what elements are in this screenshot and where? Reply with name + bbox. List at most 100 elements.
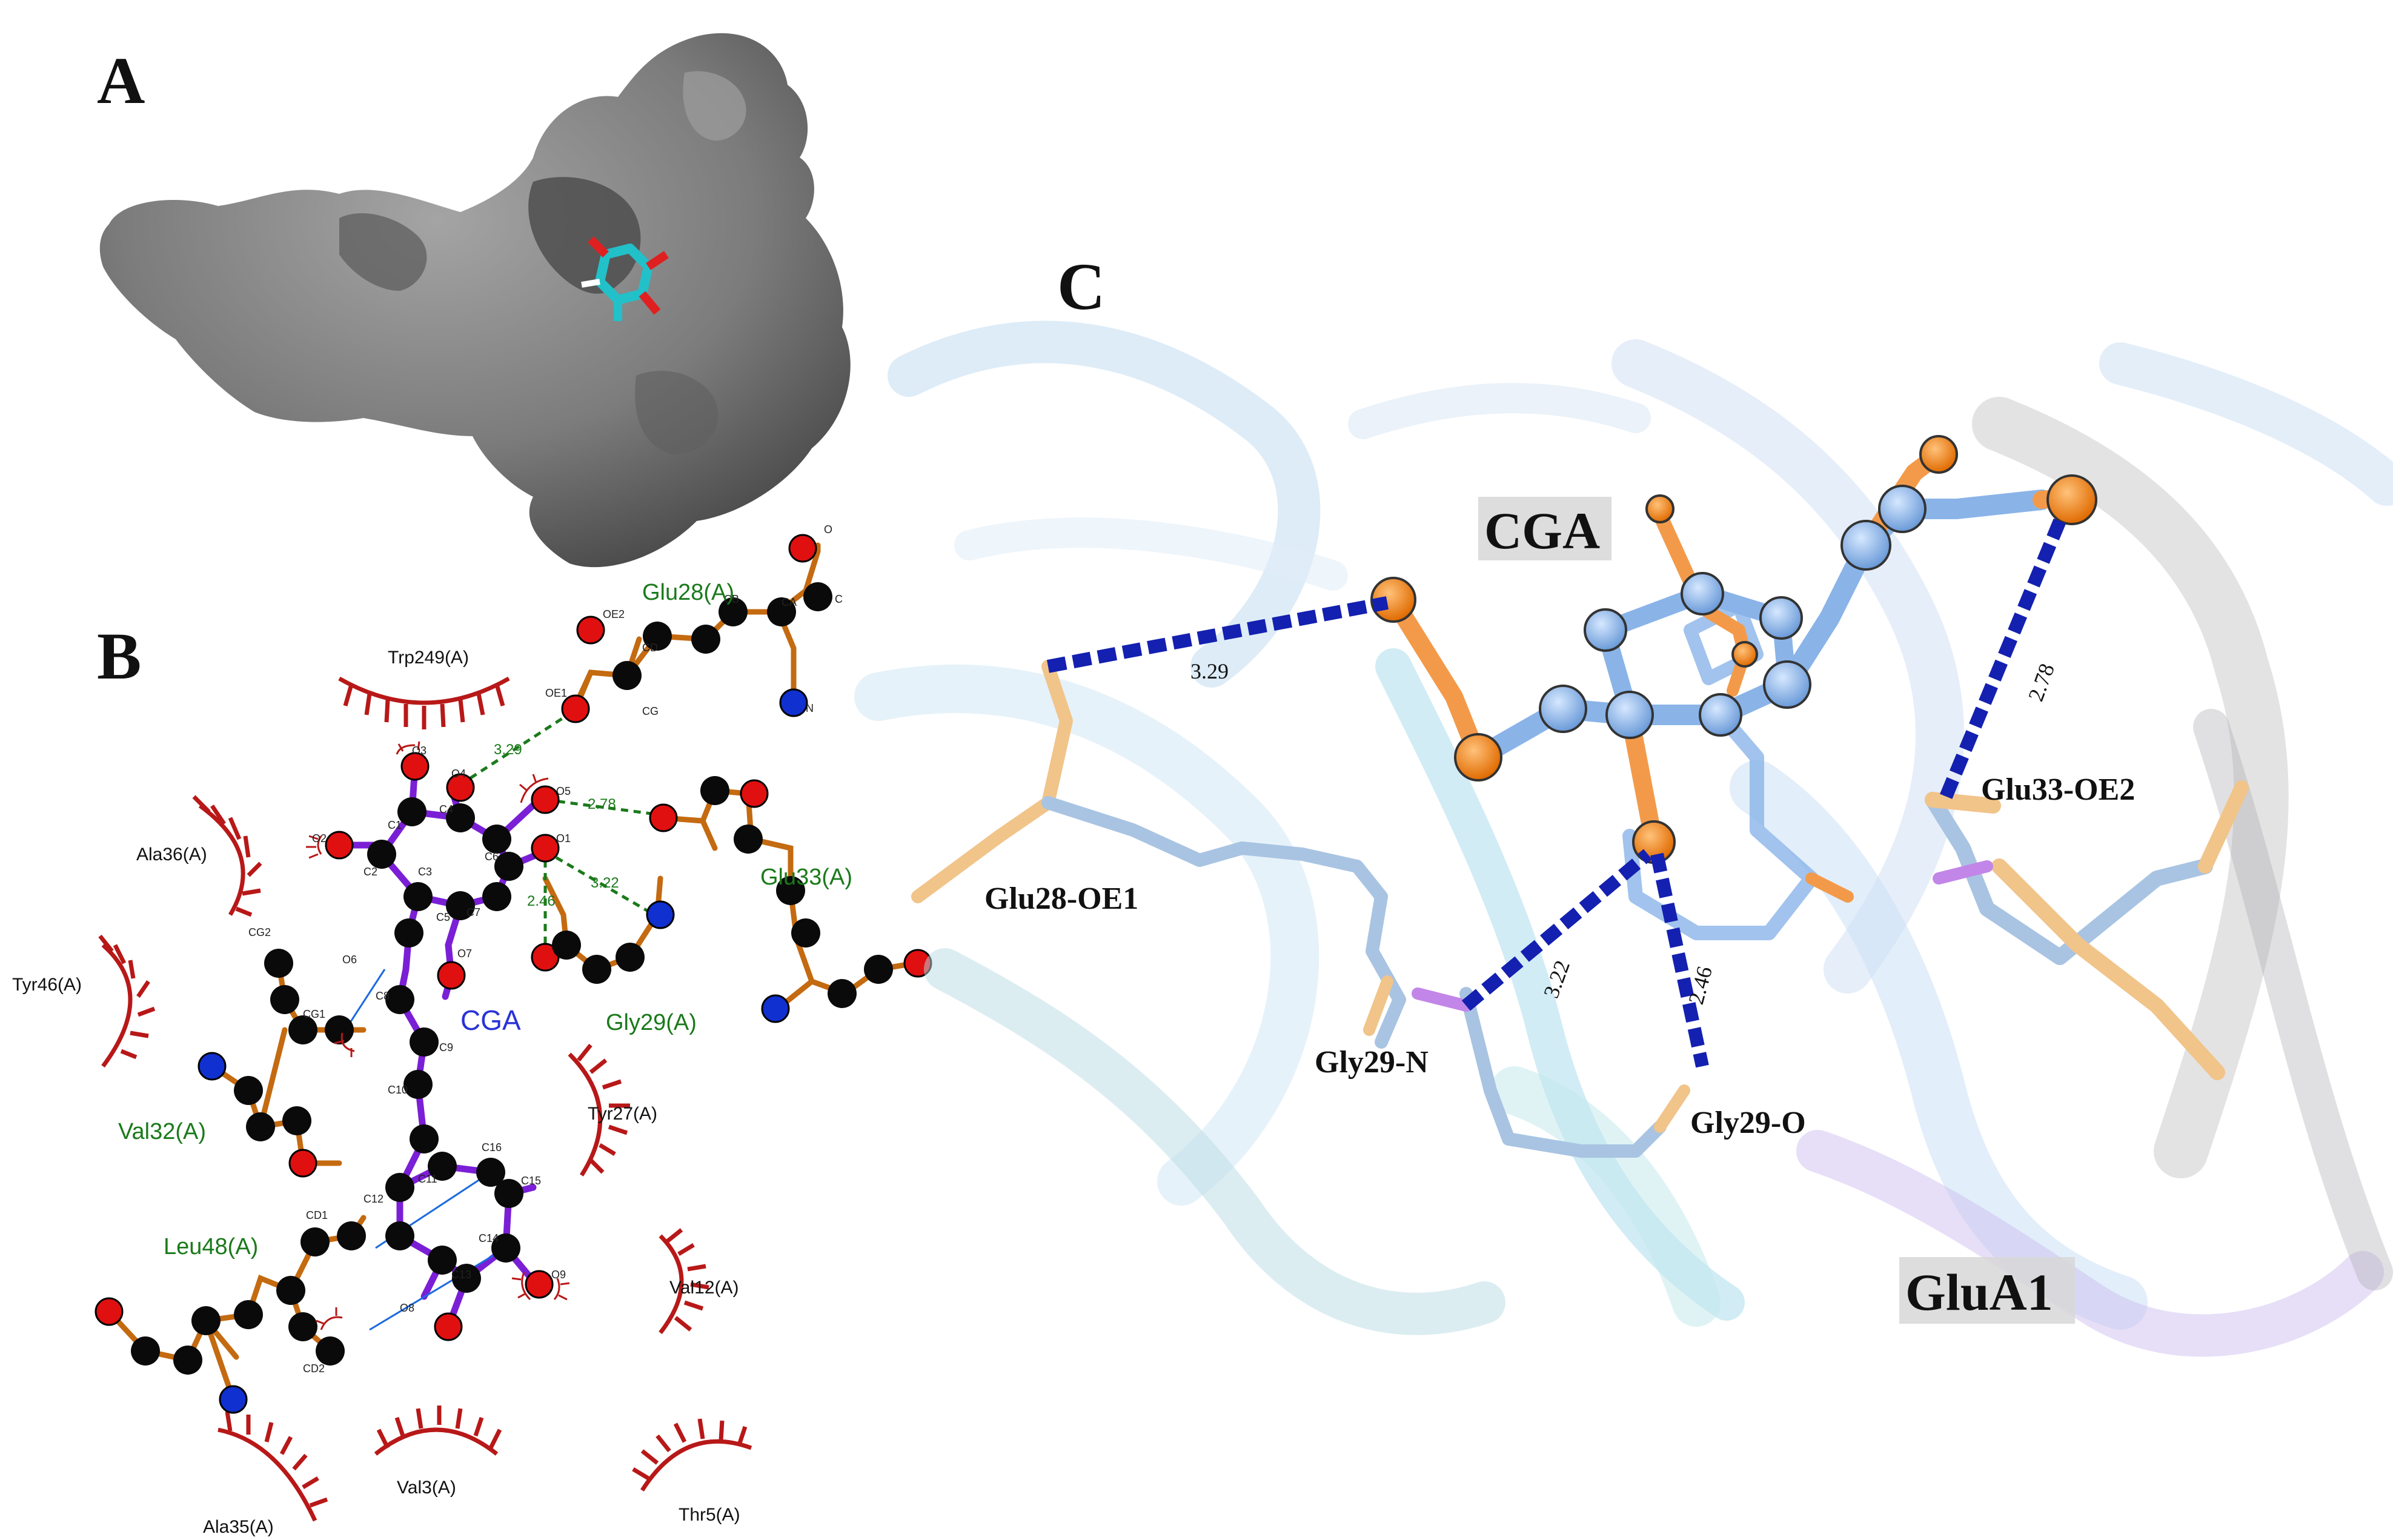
svg-text:C10: C10 <box>388 1084 408 1096</box>
dist-2d-gly29o: 2.46 <box>527 893 556 909</box>
panel-a-letter: A <box>97 44 145 118</box>
hydrophobic-tyr46 <box>98 934 156 1068</box>
ligand-stick-model <box>581 236 669 321</box>
svg-text:O8: O8 <box>400 1302 414 1314</box>
distances-2d: 3.29 2.78 3.22 2.46 <box>494 742 619 909</box>
svg-text:C4: C4 <box>439 803 453 815</box>
svg-text:O: O <box>824 523 832 536</box>
label-thr5: Thr5(A) <box>679 1505 740 1525</box>
svg-text:CG1: CG1 <box>303 1008 325 1020</box>
svg-text:O5: O5 <box>556 785 571 797</box>
svg-text:C12: C12 <box>363 1193 383 1205</box>
svg-text:C6: C6 <box>485 851 499 863</box>
svg-text:CG2: CG2 <box>248 926 271 938</box>
label-glu28: Glu28(A) <box>642 580 734 605</box>
hbond-gly29o <box>1650 852 1709 1068</box>
atom-labels-2d: O C CA CB CG CD OE2 OE1 N O3 O2 O4 O5 O1… <box>248 523 843 1375</box>
svg-text:CA: CA <box>782 596 797 608</box>
binding-pocket <box>528 177 641 294</box>
hydrophobic-val12 <box>659 1228 709 1335</box>
svg-text:C7: C7 <box>466 906 480 918</box>
dist-3d-glu28: 3.29 <box>1190 659 1229 683</box>
hydrophobic-ala36 <box>192 795 262 917</box>
label-gly29-n: Gly29-N <box>1315 1045 1429 1080</box>
svg-text:O3: O3 <box>412 745 426 757</box>
svg-text:C11: C11 <box>418 1173 437 1185</box>
svg-text:O6: O6 <box>342 954 357 966</box>
svg-text:O7: O7 <box>457 948 472 960</box>
label-glu33-oe2: Glu33-OE2 <box>1981 772 2135 807</box>
svg-text:C14: C14 <box>479 1232 499 1244</box>
hbond-gly29n <box>1461 849 1653 1011</box>
glua1-label-bg <box>1899 1257 2075 1324</box>
protein-label-3d: GluA1 <box>1905 1263 2053 1321</box>
panel-c-labels: CGA GluA1 Glu28-OE1 Glu33-OE2 Gly29-N Gl… <box>984 497 2135 1324</box>
svg-text:C8: C8 <box>376 990 390 1002</box>
residue-labels-2d: Glu28(A) Glu33(A) Gly29(A) Val32(A) Leu4… <box>12 580 852 1537</box>
svg-text:CD1: CD1 <box>306 1209 328 1221</box>
surface-bump <box>683 71 746 141</box>
svg-text:C5: C5 <box>436 911 450 923</box>
svg-text:C: C <box>835 593 843 605</box>
ligand-label-2d: CGA <box>460 1004 521 1036</box>
svg-text:O9: O9 <box>551 1269 566 1281</box>
dist-3d-gly29o: 2.46 <box>1684 964 1717 1007</box>
svg-text:C15: C15 <box>521 1175 541 1187</box>
panel-b: B <box>12 523 932 1537</box>
label-ala35: Ala35(A) <box>203 1517 274 1537</box>
svg-text:O2: O2 <box>312 832 327 845</box>
svg-text:C2: C2 <box>363 866 377 878</box>
hbond-glu28 <box>1046 596 1389 673</box>
svg-text:O1: O1 <box>556 832 571 845</box>
panel-a: A <box>97 33 851 568</box>
hydrophobic-thr5 <box>632 1418 752 1492</box>
atom-contact-spokes <box>306 741 570 1330</box>
panel-c-letter: C <box>1057 250 1105 324</box>
hydrophobic-tyr27 <box>568 1043 630 1177</box>
svg-text:O4: O4 <box>451 768 466 780</box>
label-val32: Val32(A) <box>118 1119 206 1144</box>
svg-text:C13: C13 <box>451 1269 471 1281</box>
dist-3d-glu33: 2.78 <box>2023 660 2059 705</box>
svg-text:N: N <box>806 702 814 714</box>
dist-2d-glu33: 2.78 <box>588 796 616 812</box>
ligand-3d-atoms <box>1370 435 2097 864</box>
label-glu33: Glu33(A) <box>760 865 852 890</box>
oxygen-atoms <box>95 534 932 1341</box>
nitrogen-atoms <box>197 688 808 1414</box>
protein-surface <box>99 33 851 568</box>
residue-bonds <box>106 542 918 1402</box>
dist-2d-glu28: 3.29 <box>494 742 522 758</box>
svg-text:CD: CD <box>642 642 658 654</box>
hbond-dashes-3d <box>1046 518 2066 1068</box>
svg-text:C9: C9 <box>439 1041 453 1054</box>
label-leu48: Leu48(A) <box>164 1234 258 1260</box>
panel-c: C <box>854 250 2393 1357</box>
hydrophobic-trp249 <box>338 676 510 729</box>
label-gly29-o: Gly29-O <box>1690 1106 1806 1140</box>
svg-text:CG: CG <box>642 705 659 717</box>
label-val12: Val12(A) <box>669 1278 739 1298</box>
surface-groove-2 <box>635 371 719 454</box>
svg-text:C3: C3 <box>418 866 432 878</box>
label-val3: Val3(A) <box>397 1478 456 1498</box>
label-trp249: Trp249(A) <box>388 648 469 668</box>
panel-b-letter: B <box>97 619 141 693</box>
hbond-glu33 <box>1938 518 2066 803</box>
hbond-dashes-2d <box>459 710 661 945</box>
hydrophobic-contacts <box>98 676 752 1522</box>
svg-text:CB: CB <box>724 593 739 605</box>
surface-groove-1 <box>339 213 427 291</box>
ligand-label-3d: CGA <box>1484 502 1600 560</box>
protein-ribbons <box>854 320 2393 1357</box>
cga-label-bg <box>1478 497 1611 560</box>
carbon-atoms <box>131 582 893 1375</box>
svg-text:CD2: CD2 <box>303 1362 325 1375</box>
dist-2d-gly29n: 3.22 <box>591 875 619 891</box>
svg-text:C16: C16 <box>482 1141 502 1153</box>
svg-text:C1: C1 <box>388 819 402 831</box>
svg-text:OE1: OE1 <box>545 687 567 699</box>
atoms-2d <box>95 534 932 1414</box>
label-tyr27: Tyr27(A) <box>588 1104 657 1124</box>
